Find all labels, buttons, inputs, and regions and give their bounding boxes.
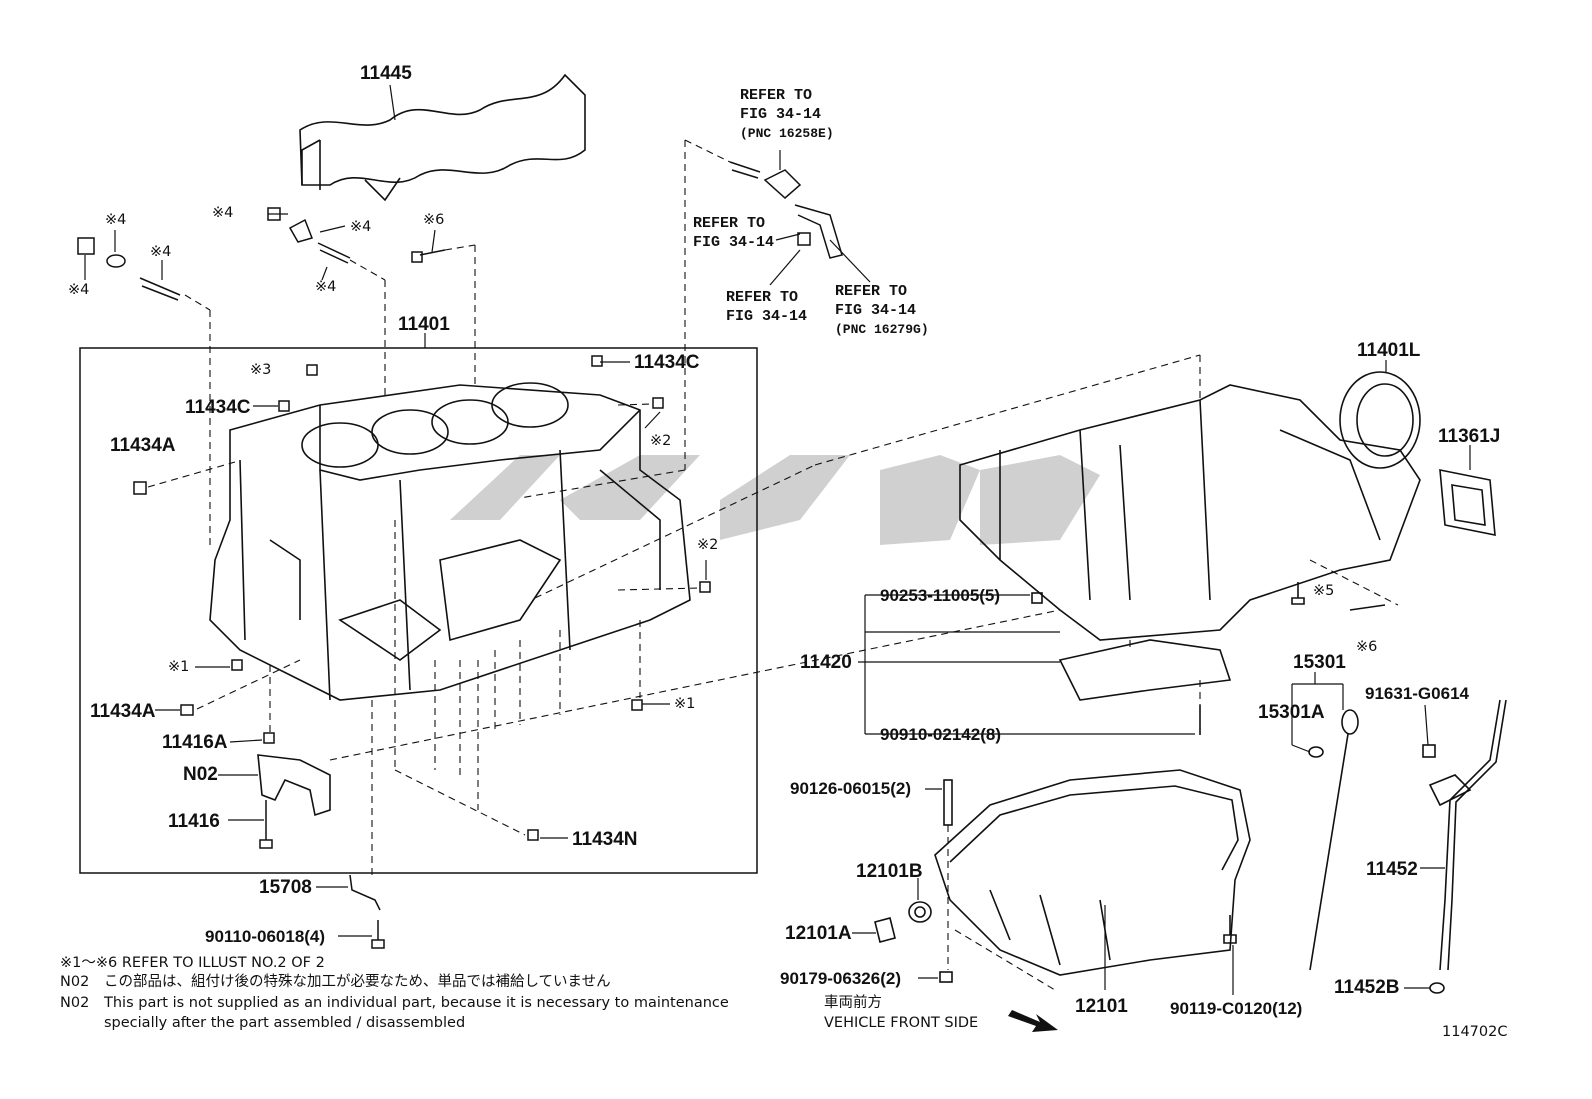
refer-line: REFER TO [726, 289, 799, 306]
note-n02-text-en: This part is not supplied as an individu… [104, 995, 729, 1011]
part-12101A-label[interactable]: 12101A [785, 923, 852, 944]
mark-4-c: ※4 [150, 244, 172, 260]
refer-to-fig-a[interactable]: REFER TO FIG 34-14 [693, 214, 774, 252]
refer-line: FIG 34-14 [726, 308, 808, 325]
part-11420-label[interactable]: 11420 [800, 652, 852, 673]
mark-4-d: ※4 [212, 205, 234, 221]
part-90910-label[interactable]: 90910-02142(8) [880, 725, 1001, 744]
part-12101B-label[interactable]: 12101B [856, 861, 923, 882]
part-11434A-bottom-label[interactable]: 11434A [90, 701, 156, 722]
mark-4-b: ※4 [68, 282, 90, 298]
refer-pnc: (PNC 16279G) [835, 322, 929, 337]
refer-pnc: (PNC 16258E) [740, 126, 834, 141]
mark-4-a: ※4 [105, 212, 127, 228]
refer-line: REFER TO [693, 215, 766, 232]
vehicle-front-arrow [1008, 1010, 1058, 1032]
oil-pan-drawing [874, 769, 1251, 983]
block-group-frame [79, 347, 758, 874]
crankcase-drawing [959, 384, 1421, 701]
refer-to-pnc-16279g[interactable]: REFER TO FIG 34-14 (PNC 16279G) [835, 282, 929, 339]
refer-line: REFER TO [835, 283, 908, 300]
mark-6-a: ※6 [423, 212, 445, 228]
part-11361J-label[interactable]: 11361J [1438, 426, 1501, 447]
part-15708-label[interactable]: 15708 [259, 877, 312, 898]
refer-line: FIG 34-14 [835, 302, 917, 319]
cylinder-block-drawing [209, 382, 691, 701]
dashed-guide-lines [147, 139, 1399, 991]
part-11434A-left-label[interactable]: 11434A [110, 435, 176, 456]
part-90119-label[interactable]: 90119-C0120(12) [1170, 999, 1303, 1018]
watermark-logo [450, 455, 1100, 545]
part-11401L-label[interactable]: 11401L [1357, 340, 1421, 361]
part-11434N-label[interactable]: 11434N [572, 829, 638, 850]
part-90179-label[interactable]: 90179-06326(2) [780, 969, 901, 988]
mark-4-e: ※4 [350, 219, 372, 235]
part-11434C-top-label[interactable]: 11434C [634, 352, 700, 373]
stud-gasket-drawing [729, 161, 843, 259]
part-15301-label[interactable]: 15301 [1293, 652, 1346, 673]
refer-to-pnc-16258e[interactable]: REFER TO FIG 34-14 (PNC 16258E) [740, 86, 834, 143]
mark-3: ※3 [250, 362, 272, 378]
note-refer-illust: ※1～※6 REFER TO ILLUST NO.2 OF 2 [60, 955, 325, 971]
mark-5: ※5 [1313, 583, 1335, 599]
part-11452B-label[interactable]: 11452B [1334, 977, 1400, 998]
part-11434C-left-label[interactable]: 11434C [185, 397, 251, 418]
dipstick-drawing [1031, 582, 1507, 994]
front-label-en: VEHICLE FRONT SIDE [824, 1015, 979, 1031]
part-15301A-label[interactable]: 15301A [1258, 702, 1325, 723]
part-11452-label[interactable]: 11452 [1366, 859, 1418, 880]
refer-line: FIG 34-14 [740, 106, 822, 123]
note-n02-text-jp: この部品は、組付け後の特殊な加工が必要なため、単品では補給していません [104, 974, 611, 990]
part-11416-label[interactable]: 11416 [168, 811, 220, 832]
part-11445-label[interactable]: 11445 [360, 63, 412, 84]
mark-1-b: ※1 [674, 696, 696, 712]
oil-seal-drawing [1339, 371, 1496, 536]
part-90253-label[interactable]: 90253-11005(5) [880, 586, 1001, 605]
part-N02-label[interactable]: N02 [183, 764, 218, 785]
bearing-cap-drawing [257, 754, 331, 817]
part-11401-label[interactable]: 11401 [398, 314, 450, 335]
small-parts-drawing [77, 207, 711, 949]
insulator-11445-drawing [299, 73, 586, 202]
leader-lines [84, 84, 1471, 995]
mark-6-b: ※6 [1356, 639, 1378, 655]
note-n02-code-en: N02 [60, 995, 90, 1011]
figure-id: 114702C [1442, 1024, 1508, 1040]
part-90126-label[interactable]: 90126-06015(2) [790, 779, 911, 798]
refer-line: FIG 34-14 [693, 234, 775, 251]
front-label-jp: 車両前方 [824, 995, 882, 1011]
mark-2-b: ※2 [697, 537, 719, 553]
refer-to-fig-b[interactable]: REFER TO FIG 34-14 [726, 288, 807, 326]
note-n02-text-en-2: specially after the part assembled / dis… [104, 1015, 466, 1031]
part-91631-label[interactable]: 91631-G0614 [1365, 684, 1469, 703]
mark-2-a: ※2 [650, 433, 672, 449]
mark-4-f: ※4 [315, 279, 337, 295]
note-n02-code-jp: N02 [60, 974, 90, 990]
refer-line: REFER TO [740, 87, 813, 104]
part-11416A-label[interactable]: 11416A [162, 732, 228, 753]
mark-1-a: ※1 [168, 659, 190, 675]
part-90110-label[interactable]: 90110-06018(4) [205, 927, 326, 946]
part-12101-label[interactable]: 12101 [1075, 996, 1128, 1017]
